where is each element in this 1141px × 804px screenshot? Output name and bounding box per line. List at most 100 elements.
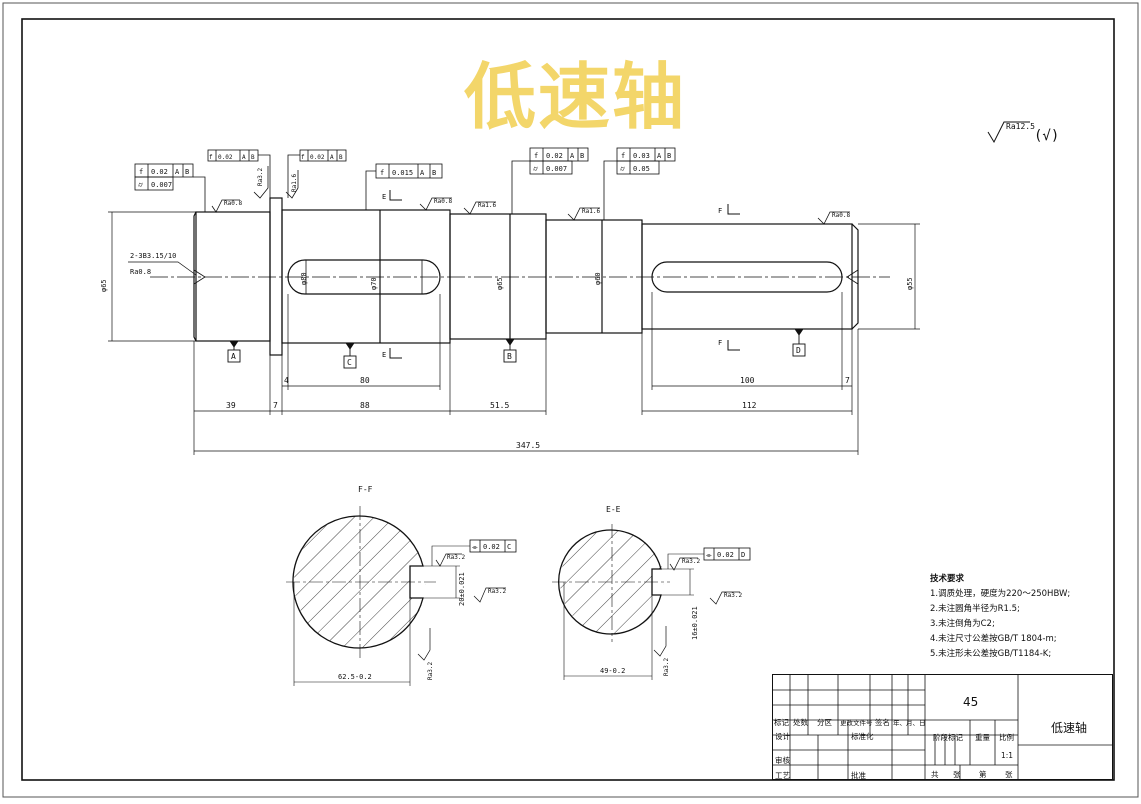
svg-text:D: D [796,346,801,355]
svg-text:Ra3.2: Ra3.2 [447,554,465,561]
svg-text:4: 4 [284,376,289,385]
tol-frame-2 [207,149,271,198]
svg-text:0.02: 0.02 [218,154,233,161]
svg-text:0.007: 0.007 [546,165,567,173]
length-dim-labels: 4 80 100 7 39 7 88 51.5 112 347.5 [226,376,850,450]
svg-text:Ra3.2: Ra3.2 [488,588,506,595]
svg-text:Ra12.5: Ra12.5 [1006,122,1035,131]
tech-req-item: 1.调质处理，硬度为220～250HBW; [930,589,1071,599]
svg-text:80: 80 [360,376,370,385]
main-roughness-marks: Ra0.8 Ra3.2 Ra1.6 Ra0.8 Ra1.6 Ra1.6 Ra0.… [211,166,850,225]
tol-frame-6 [603,147,676,220]
svg-text:39: 39 [226,401,236,410]
svg-text:⌯: ⌯ [472,543,478,551]
svg-text:Ra3.2: Ra3.2 [257,168,264,186]
tb-material: 45 [963,695,979,709]
title-block: 标记 处数 分区 更改文件号 签名 年、月、日 设计 标准化 审核 工艺 批准 … [772,674,1113,780]
svg-text:0.02: 0.02 [310,154,325,161]
datum-markers: A C B D [227,328,806,369]
svg-text:Ra3.2: Ra3.2 [427,662,434,680]
tb-design: 设计 [775,732,790,741]
svg-text:Ra1.6: Ra1.6 [582,208,600,215]
svg-text:E-E: E-E [606,505,621,514]
diameter-labels: φ65 φ80 φ70 φ65 φ60 φ55 [100,272,914,292]
svg-text:A: A [570,152,575,160]
tb-header: 标记 [774,718,789,727]
svg-text:0.02: 0.02 [151,168,168,176]
svg-text:100: 100 [740,376,755,385]
tb-header: 签名 [875,718,890,727]
svg-text:Ra3.2: Ra3.2 [682,558,700,565]
svg-text:F-F: F-F [358,485,373,494]
tol-frame-1 [134,163,206,212]
svg-text:A: A [420,169,425,177]
svg-text:B: B [667,152,671,160]
shaft-main-view [150,197,890,356]
svg-text:0.05: 0.05 [633,165,650,173]
svg-text:51.5: 51.5 [490,401,509,410]
tech-req-item: 5.未注形未公差按GB/T1184-K; [930,649,1052,659]
svg-text:f: f [621,152,625,160]
svg-text:Ra0.8: Ra0.8 [832,212,850,219]
tb-sheet-label: 张 [953,770,961,779]
svg-text:0.02: 0.02 [546,152,563,160]
tb-sheet-label: 第 [979,770,987,779]
svg-text:A: A [330,154,334,161]
svg-text:f: f [534,152,538,160]
svg-text:2-3B3.15/10: 2-3B3.15/10 [130,252,176,260]
svg-text:⌯: ⌯ [706,551,712,559]
svg-text:7: 7 [273,401,278,410]
svg-text:E: E [382,351,386,359]
tb-scale-label: 比例 [999,733,1014,742]
svg-text:(√): (√) [1034,128,1059,144]
svg-text:A: A [657,152,662,160]
tb-sheet-label: 共 [931,770,939,779]
svg-text:B: B [507,352,512,361]
svg-text:112: 112 [742,401,757,410]
roughness-symbol-general: Ra12.5 (√) [987,121,1059,144]
svg-text:Ra0.8: Ra0.8 [434,198,452,205]
svg-text:Ra1.6: Ra1.6 [478,202,496,209]
svg-text:C: C [507,543,511,551]
svg-text:Ra3.2: Ra3.2 [724,592,742,599]
svg-text:B: B [339,154,343,161]
svg-text:A: A [231,352,236,361]
svg-text:Ra1.6: Ra1.6 [291,174,298,192]
section-ee-view: E-E 16±0.021 49-0.2 ⌯ 0.02 D Ra3.2 Ra3.2… [552,505,751,680]
tb-weight: 重量 [975,733,990,742]
tb-header: 更改文件号 [840,719,873,727]
title-block-grid [772,674,1113,780]
svg-text:347.5: 347.5 [516,441,540,450]
tb-part-name: 低速轴 [1051,721,1088,735]
svg-text:C: C [347,358,352,367]
svg-text:D: D [741,551,745,559]
dia-label: φ80 [300,272,308,285]
tol-frame-4 [365,163,443,210]
tb-header: 分区 [817,718,832,727]
dia-label: φ70 [370,277,378,290]
tol-frame-5 [511,147,589,214]
tb-review: 审核 [775,756,790,765]
tb-standard: 标准化 [851,732,874,741]
tb-header: 年、月、日 [893,719,926,727]
svg-text:B: B [432,169,436,177]
section-ff-view: F-F 20±0.021 62.5-0.2 ⌯ 0.02 C Ra3.2 Ra3… [286,485,517,686]
svg-text:49-0.2: 49-0.2 [600,667,625,675]
dia-label: φ55 [906,277,914,290]
svg-text:0.02: 0.02 [717,551,734,559]
svg-text:A: A [242,154,246,161]
svg-text:F: F [718,207,722,215]
svg-text:20±0.021: 20±0.021 [458,572,466,606]
banner-title: 低速轴 [463,54,686,139]
svg-text:⌭: ⌭ [620,165,625,173]
section-marks: E E F F [382,190,740,359]
technical-requirements: 技术要求 1.调质处理，硬度为220～250HBW; 2.未注圆角半径为R1.5… [930,572,1070,662]
svg-text:f: f [139,168,143,176]
svg-text:E: E [382,193,386,201]
svg-text:16±0.021: 16±0.021 [691,606,699,640]
svg-text:f: f [209,154,213,161]
svg-text:0.02: 0.02 [483,543,500,551]
